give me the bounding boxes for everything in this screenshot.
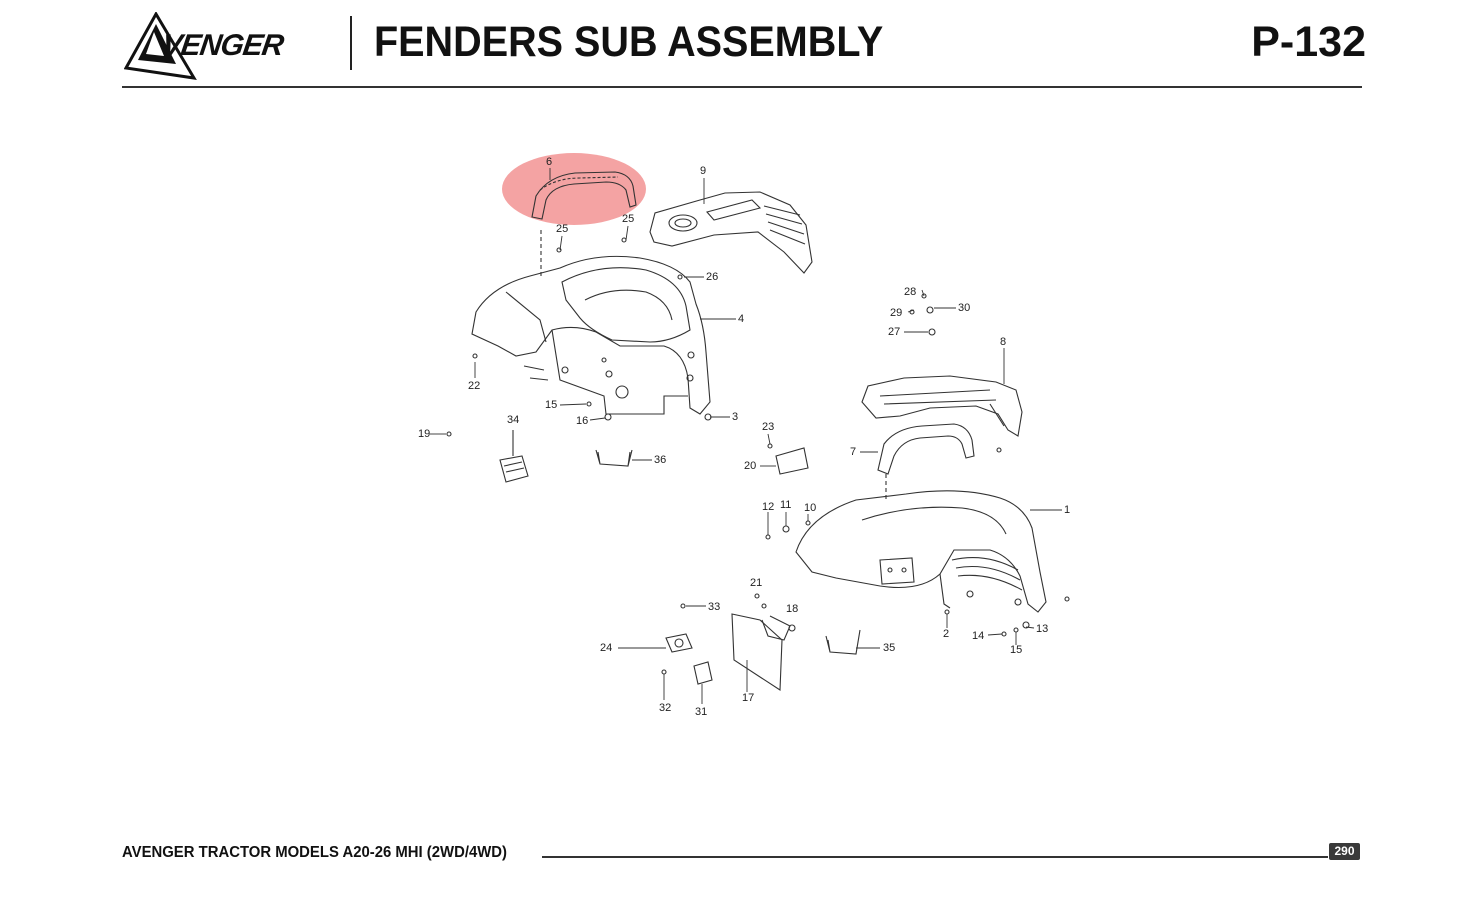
part-36-bracket [595, 449, 633, 467]
callout-25-left: 25 [556, 223, 569, 235]
callout-14: 14 [972, 630, 985, 642]
header-rule [122, 86, 1362, 88]
callout-10: 10 [804, 502, 817, 514]
part-1-fender [795, 490, 1047, 613]
footer-models: AVENGER TRACTOR MODELS A20-26 MHI (2WD/4… [122, 844, 507, 861]
callout-27: 27 [888, 326, 901, 338]
hardware-fasteners [446, 237, 1070, 675]
part-34 [499, 455, 529, 483]
part-6-handle [531, 171, 637, 220]
callout-18: 18 [786, 603, 799, 615]
callout-7: 7 [850, 446, 857, 458]
callout-13: 13 [1036, 623, 1049, 635]
page-number-badge: 290 [1329, 843, 1360, 860]
callout-26: 26 [706, 271, 719, 283]
callout-20: 20 [744, 460, 757, 472]
callout-30: 30 [958, 302, 971, 314]
callout-2: 2 [943, 628, 950, 640]
callout-36: 36 [654, 454, 667, 466]
callout-23: 23 [762, 421, 775, 433]
page-title: FENDERS SUB ASSEMBLY [374, 18, 884, 66]
part-9-panel [649, 191, 813, 274]
highlight-ellipse [502, 153, 646, 225]
callout-33: 33 [708, 601, 721, 613]
callout-22: 22 [468, 380, 481, 392]
part-17-plate [731, 613, 783, 691]
callout-16: 16 [576, 415, 589, 427]
callout-15-left: 15 [545, 399, 558, 411]
logo-triangle-icon [123, 10, 197, 80]
part-24 [665, 633, 693, 653]
part-20-plate [775, 447, 809, 475]
callout-24: 24 [600, 642, 613, 654]
callout-1: 1 [1064, 504, 1071, 516]
part-35-bracket [825, 629, 861, 655]
callout-34: 34 [507, 414, 520, 426]
header-divider [350, 16, 352, 70]
callout-35: 35 [883, 642, 896, 654]
callout-12: 12 [762, 501, 775, 513]
callout-28: 28 [904, 286, 917, 298]
callout-8: 8 [1000, 336, 1007, 348]
page-code: P-132 [1251, 18, 1366, 66]
callout-19: 19 [418, 428, 431, 440]
callout-17: 17 [742, 692, 755, 704]
part-7-handle [877, 423, 975, 475]
callout-4: 4 [738, 313, 745, 325]
callout-11: 11 [780, 499, 792, 511]
avenger-logo: VENGER [123, 10, 338, 84]
callout-3: 3 [732, 411, 739, 423]
callout-15-right: 15 [1010, 644, 1023, 656]
part-31 [693, 661, 713, 685]
callout-29: 29 [890, 307, 903, 319]
callout-21: 21 [750, 577, 763, 589]
part-4-fender [471, 255, 711, 415]
callout-32: 32 [659, 702, 672, 714]
callout-9: 9 [700, 165, 707, 177]
callout-25-right: 25 [622, 213, 635, 225]
callout-6: 6 [546, 156, 553, 168]
footer-rule [542, 856, 1328, 858]
leader-lines [430, 168, 1062, 704]
part-8-console [861, 375, 1023, 437]
callout-31: 31 [695, 706, 708, 718]
page-header: VENGER FENDERS SUB ASSEMBLY P-132 [122, 8, 1366, 88]
